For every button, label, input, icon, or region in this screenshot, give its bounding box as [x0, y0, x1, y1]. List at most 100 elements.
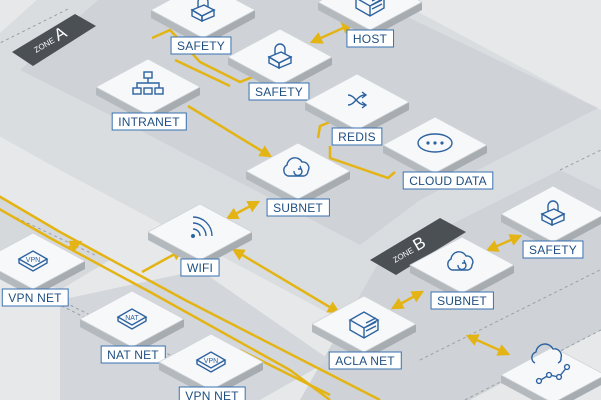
tile-top: [158, 333, 264, 391]
tile-top: [150, 0, 256, 39]
cloud-refresh-icon: [283, 157, 310, 177]
node-label-box: [522, 240, 584, 259]
tile-top: [147, 203, 253, 261]
icon-caption: VPN: [26, 257, 40, 264]
connector-line: [0, 195, 381, 400]
node-subnet-2[interactable]: SUBNET: [409, 236, 515, 310]
node-label: SAFETY: [255, 85, 303, 99]
tile-top: [79, 290, 185, 348]
padlock-icon: [190, 0, 216, 23]
node-wifi[interactable]: WIFI: [147, 203, 253, 277]
zone-a-area: [20, 0, 598, 245]
tile-side: [318, 2, 370, 38]
vpn-shield-icon: VPN: [195, 351, 227, 373]
node-label-box: [402, 171, 494, 190]
padlock-icon: [540, 200, 566, 227]
tile-side: [246, 171, 298, 207]
node-label: NAT NET: [107, 348, 159, 362]
tile-side: [370, 2, 422, 38]
cloud-refresh-icon: [447, 251, 474, 271]
connector-line: [67, 240, 83, 253]
wifi-signal-icon: [191, 216, 213, 238]
node-subnet-1[interactable]: SUBNET: [245, 142, 351, 217]
tile-top: [311, 295, 417, 353]
node-label-box: [100, 345, 166, 364]
node-host[interactable]: HOST: [317, 0, 423, 48]
node-label-box: [178, 386, 246, 400]
node-safety-1[interactable]: SAFETY: [150, 0, 256, 55]
connector-layer: [0, 22, 523, 400]
node-redis[interactable]: REDIS: [304, 73, 410, 146]
tile-side: [33, 261, 85, 297]
ellipsis-icon: [417, 133, 453, 153]
connector-line: [174, 58, 231, 88]
node-label: VPN NET: [185, 389, 239, 400]
node-label: SUBNET: [437, 294, 487, 308]
node-nat-net[interactable]: NAT NAT NET: [79, 290, 185, 364]
node-safety-2[interactable]: SAFETY: [227, 28, 333, 101]
connector-line: [231, 248, 341, 314]
node-label-box: [1, 288, 69, 307]
connector-line: [465, 334, 511, 356]
node-safety-3[interactable]: SAFETY: [500, 185, 601, 259]
tile-top: [409, 236, 515, 294]
server-stack-icon: [355, 0, 385, 17]
node-label-box: [346, 29, 395, 48]
node-label: HOST: [353, 32, 388, 46]
node-label-box: [111, 112, 187, 131]
tile-side: [298, 171, 350, 207]
node-label-box: [266, 198, 330, 217]
tile-top: [245, 142, 351, 200]
padlock-icon: [267, 43, 293, 70]
tile-top: [304, 73, 410, 131]
node-label-box: [170, 36, 232, 55]
icon-caption: VPN: [204, 358, 218, 365]
tile-top: [95, 58, 201, 116]
node-intranet[interactable]: INTRANET: [95, 58, 201, 131]
cloud-workflow-icon: [531, 343, 571, 385]
node-label-box: [248, 82, 310, 101]
tile-side: [312, 324, 364, 360]
node-label: VPN NET: [8, 291, 62, 305]
dashed-border: [0, 7, 96, 256]
connector-line: [316, 120, 331, 139]
network-hierarchy-icon: [132, 71, 164, 95]
shuffle-arrows-icon: [347, 91, 368, 109]
tile-side: [364, 324, 416, 360]
connector-line: [309, 22, 355, 44]
connector-line: [225, 200, 261, 220]
node-label-box: [328, 351, 402, 370]
node-label: CLOUD DATA: [409, 174, 487, 188]
node-vpn-net-1[interactable]: VPN VPN NET: [0, 232, 86, 307]
vpn-shield-icon: VPN: [17, 250, 49, 272]
nat-shield-icon: NAT: [116, 308, 148, 330]
node-label: INTRANET: [118, 115, 180, 129]
connector-line: [390, 290, 425, 310]
connector-line: [187, 104, 273, 158]
tile-top: [227, 28, 333, 86]
dashed-border: [559, 149, 601, 171]
node-label-box: [180, 258, 220, 277]
node-acla-net[interactable]: ACLA NET: [311, 295, 417, 370]
icon-caption: NAT: [125, 315, 139, 322]
connector-line: [0, 207, 331, 400]
tile-top: [500, 185, 601, 243]
node-label: SAFETY: [177, 39, 225, 53]
node-label: REDIS: [338, 130, 376, 144]
connector-line: [151, 28, 266, 84]
zone-tag-b: ZONE B: [370, 218, 466, 275]
node-label: SUBNET: [273, 201, 323, 215]
node-cloud-data[interactable]: CLOUD DATA: [382, 116, 494, 190]
tile-top: [382, 116, 488, 174]
zone-tag-a: ZONE A: [12, 14, 96, 66]
node-vpn-net-2[interactable]: VPN VPN NET: [158, 333, 264, 400]
node-label-box: [430, 291, 494, 310]
node-label-box: [331, 127, 383, 146]
server-stack-icon: [348, 311, 380, 339]
node-cloud-workflow[interactable]: [500, 343, 601, 400]
node-label: ACLA NET: [335, 354, 395, 368]
node-label: WIFI: [187, 261, 213, 275]
